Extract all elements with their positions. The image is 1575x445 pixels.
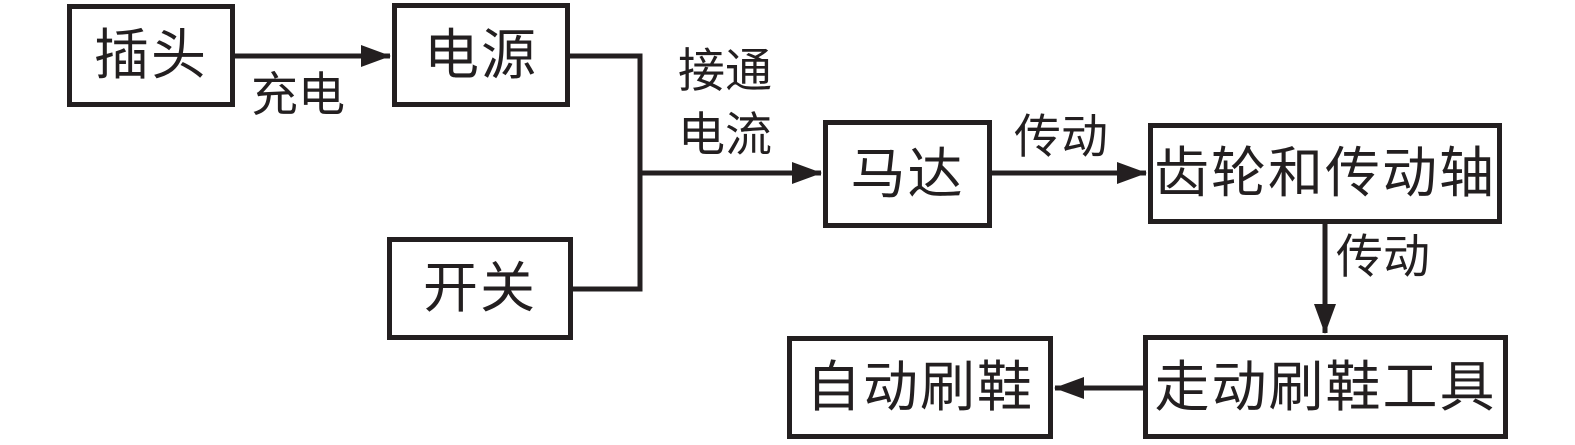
node-switch-label: 开关: [422, 256, 537, 320]
elbow-power-switch-junction: [570, 53, 643, 292]
node-motor-label: 马达: [850, 141, 965, 206]
edge-label-drive-horizontal: 传动: [1014, 110, 1108, 165]
node-auto-brush: 自动刷鞋: [787, 336, 1053, 439]
edge-label-connect-current: 接通 电流: [657, 40, 793, 168]
edge-label-drive-vertical: 传动: [1336, 230, 1430, 285]
node-auto-brush-label: 自动刷鞋: [805, 355, 1034, 419]
edge-label-connect-current-line2: 电流: [678, 108, 772, 163]
node-plug: 插头: [67, 4, 235, 107]
node-walker: 走动刷鞋工具: [1143, 335, 1508, 439]
node-motor: 马达: [823, 120, 992, 228]
node-power-label: 电源: [423, 22, 538, 87]
node-gears: 齿轮和传动轴: [1148, 123, 1502, 224]
node-power: 电源: [392, 3, 570, 107]
node-walker-label: 走动刷鞋工具: [1154, 354, 1497, 419]
node-plug-label: 插头: [93, 23, 208, 87]
edge-label-charge: 充电: [251, 68, 345, 123]
node-switch: 开关: [387, 237, 573, 340]
edge-label-connect-current-line1: 接通: [678, 44, 772, 99]
node-gears-label: 齿轮和传动轴: [1153, 141, 1496, 205]
